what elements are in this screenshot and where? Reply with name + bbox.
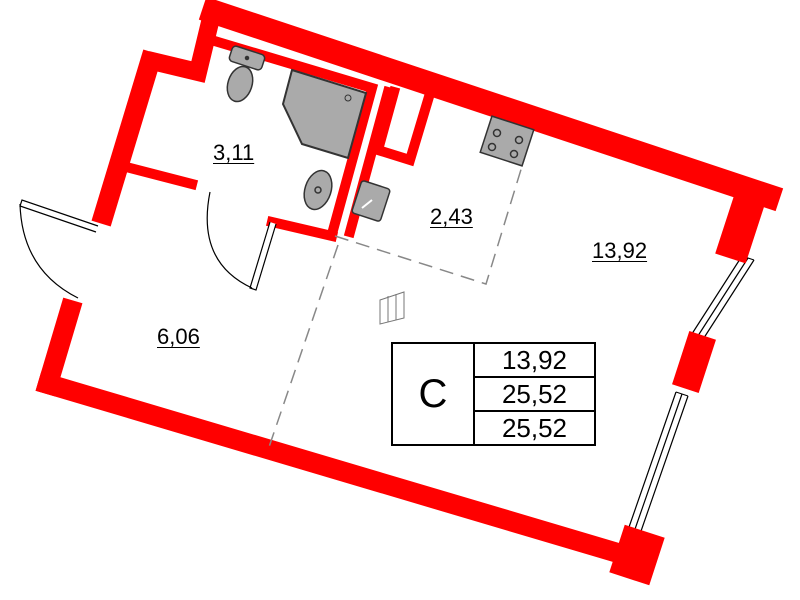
kitchen-sink-icon	[351, 180, 391, 222]
shower-tray-icon	[281, 68, 368, 160]
radiator-icon	[379, 291, 405, 325]
lower-left-wall	[35, 297, 83, 397]
bathroom-bottom-wall	[123, 161, 199, 191]
dashed-zone-lines	[267, 139, 531, 451]
bottom-wall	[35, 371, 641, 569]
stove-icon	[479, 115, 535, 167]
bathroom-area-label: 3,11	[213, 140, 255, 165]
bathroom-door	[206, 191, 277, 291]
hall-area-label: 6,06	[157, 324, 200, 349]
bathroom-door-wall	[265, 215, 339, 243]
walls	[35, 0, 784, 569]
top-wall	[198, 0, 784, 212]
entrance-door	[19, 199, 99, 299]
bathroom-inner-wall	[211, 35, 379, 241]
area-legend: С 13,92 25,52 25,52	[391, 342, 596, 446]
toilet-icon	[226, 45, 266, 103]
legend-living-area: 13,92	[475, 344, 594, 378]
top-left-wall-step	[145, 3, 223, 83]
legend-total-area: 25,52	[475, 378, 594, 412]
legend-total-area-with-balcony: 25,52	[501, 413, 568, 443]
shaft-wall	[371, 85, 435, 167]
kitchen-area-label: 2,43	[430, 204, 473, 229]
sink-icon	[303, 169, 333, 211]
left-wall	[91, 49, 163, 227]
living-area-label: 13,92	[592, 238, 648, 263]
window-right	[609, 194, 765, 586]
apartment-type: С	[393, 344, 475, 444]
